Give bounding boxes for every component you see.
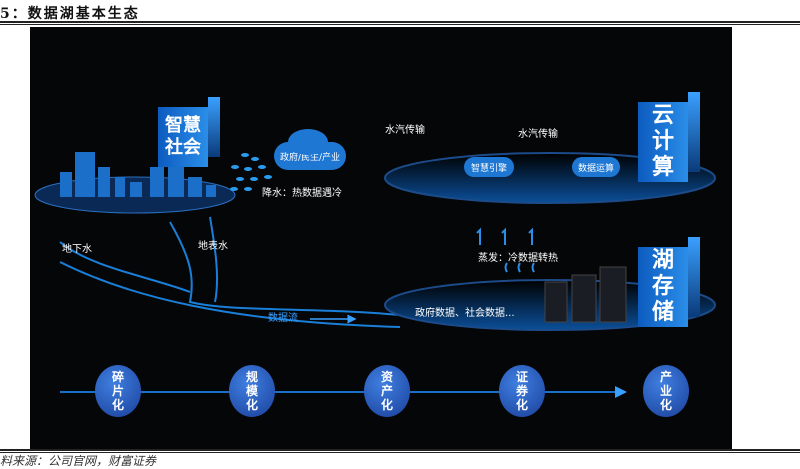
stage-scaled: 规模化 — [229, 365, 275, 417]
stage-text: 碎片化 — [111, 370, 124, 412]
cloud-computing-label: 云计算 — [638, 92, 700, 182]
data-flow-label: 数据流 — [268, 313, 298, 324]
groundwater-label: 地下水 — [62, 244, 92, 255]
stage-securitized: 证券化 — [499, 365, 545, 417]
vapor-label-1: 水汽传输 — [385, 125, 425, 136]
stage-text: 产业化 — [659, 370, 672, 412]
top-rule — [0, 21, 800, 25]
lake-storage-label: 湖存储 — [638, 237, 700, 327]
smart-society-text: 智慧社会 — [165, 115, 201, 158]
cloud-icon — [288, 129, 328, 155]
smart-engine-cloud: 智慧引擎 — [464, 157, 514, 177]
lake-storage-text: 湖存储 — [652, 248, 675, 325]
stage-fragmented: 碎片化 — [95, 365, 141, 417]
servers — [544, 266, 627, 323]
city-skyline — [60, 152, 216, 197]
figure-title: 5：数据湖基本生态 — [0, 6, 140, 22]
vapor-label-2: 水汽传输 — [518, 129, 558, 140]
data-compute-cloud: 数据运算 — [572, 157, 620, 177]
bottom-rule — [0, 449, 800, 453]
smart-society-label: 智慧社会 — [158, 97, 220, 167]
stage-industrialized: 产业化 — [643, 365, 689, 417]
evaporation-label: 蒸发：冷数据转热 — [478, 253, 558, 264]
surface-water-label: 地表水 — [198, 241, 228, 252]
source-note: 料来源：公司官网，财富证券 — [0, 454, 157, 468]
stage-text: 证券化 — [515, 370, 528, 412]
stage-text: 资产化 — [380, 370, 393, 412]
cloud-computing-text: 云计算 — [652, 103, 675, 180]
data-lake-diagram: 智慧社会 云计算 湖存储 政府/民生/产业 降水：热数据遇冷 水汽传输 水汽传输… — [30, 27, 732, 450]
stage-assetized: 资产化 — [364, 365, 410, 417]
stage-text: 规模化 — [245, 370, 258, 412]
precipitation-label: 降水：热数据遇冷 — [262, 188, 342, 199]
lake-content-label: 政府数据、社会数据... — [415, 308, 515, 319]
